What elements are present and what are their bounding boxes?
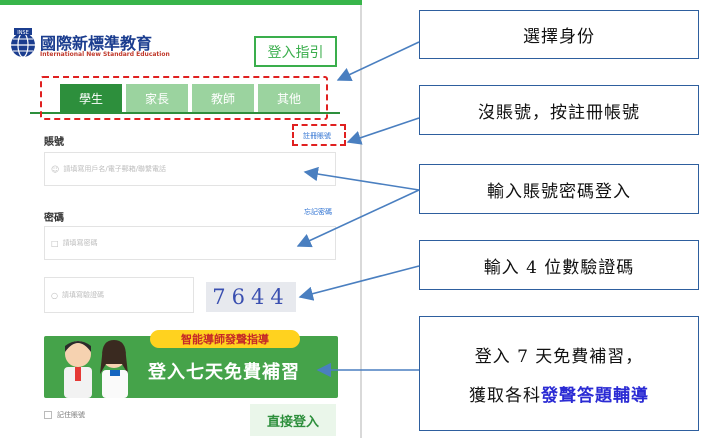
captcha-code: 7644 — [212, 285, 290, 309]
callout-text: 選擇身份 — [523, 27, 595, 47]
identity-highlight-box — [40, 76, 328, 120]
callout-captcha: 輸入 4 位數驗證碼 — [419, 240, 699, 290]
callout-select-identity: 選擇身份 — [419, 10, 699, 59]
callout-text-second: 獲取各科發聲答題輔導 — [469, 381, 649, 406]
account-input[interactable]: ☺ 請填寫用戶名/電子郵箱/聯繫電話 — [44, 152, 336, 186]
forgot-password-link[interactable]: 忘記密碼 — [304, 208, 332, 216]
password-placeholder: 請填寫密碼 — [62, 239, 98, 247]
callout-text: 輸入賬號密碼登入 — [487, 181, 631, 202]
top-accent-bar — [0, 0, 362, 5]
tab-underline — [30, 112, 340, 114]
remember-checkbox[interactable] — [44, 411, 52, 419]
tab-parent[interactable]: 家長 — [126, 84, 188, 112]
register-highlight-box — [292, 124, 346, 146]
callout-free-trial: 登入 7 天免費補習， 獲取各科發聲答題輔導 — [419, 316, 699, 431]
login-button[interactable]: 直接登入 — [250, 404, 336, 436]
password-label: 密碼 — [44, 213, 64, 224]
svg-text:INSE: INSE — [17, 30, 29, 36]
callout-register: 沒賬號，按註冊帳號 — [419, 85, 699, 135]
globe-logo-icon: INSE — [11, 28, 35, 58]
brand-subtitle: International New Standard Education — [40, 51, 170, 58]
banner-text: 登入七天免費補習 — [148, 362, 300, 383]
user-icon: ☺ — [51, 164, 60, 174]
tab-student[interactable]: 學生 — [60, 84, 122, 112]
captcha-image[interactable]: 7644 — [206, 282, 296, 312]
brand-name: 國際新標準教育 — [40, 34, 153, 53]
login-panel: INSE 國際新標準教育 International New Standard … — [0, 0, 362, 438]
callout-text: 輸入 4 位數驗證碼 — [483, 257, 635, 278]
callout-highlight: 發聲答題輔導 — [541, 385, 649, 406]
callout-text: 登入 7 天免費補習， — [474, 346, 644, 367]
tab-other[interactable]: 其他 — [258, 84, 320, 112]
shield-icon: ○ — [51, 290, 58, 300]
callout-login-credentials: 輸入賬號密碼登入 — [419, 164, 699, 214]
password-input[interactable]: □ 請填寫密碼 — [44, 226, 336, 260]
brand-logo: INSE 國際新標準教育 International New Standard … — [8, 26, 170, 66]
remember-label: 記住賬號 — [57, 411, 85, 419]
captcha-input[interactable]: ○ 請填寫驗證碼 — [44, 277, 194, 313]
lock-icon: □ — [51, 238, 59, 248]
account-placeholder: 請填寫用戶名/電子郵箱/聯繫電話 — [63, 165, 167, 173]
callout-prefix: 獲取各科 — [469, 385, 541, 406]
tutor-kids-illustration — [64, 340, 128, 398]
captcha-placeholder: 請填寫驗證碼 — [61, 291, 104, 299]
tab-teacher[interactable]: 教師 — [192, 84, 254, 112]
register-link[interactable]: 註冊賬號 — [303, 132, 331, 140]
callout-text: 沒賬號，按註冊帳號 — [478, 102, 640, 123]
account-label: 賬號 — [44, 137, 64, 148]
login-guide-button[interactable]: 登入指引 — [254, 36, 337, 67]
remember-account[interactable]: 記住賬號 — [44, 410, 85, 420]
banner-tag: 智能導師發聲指導 — [150, 330, 300, 348]
